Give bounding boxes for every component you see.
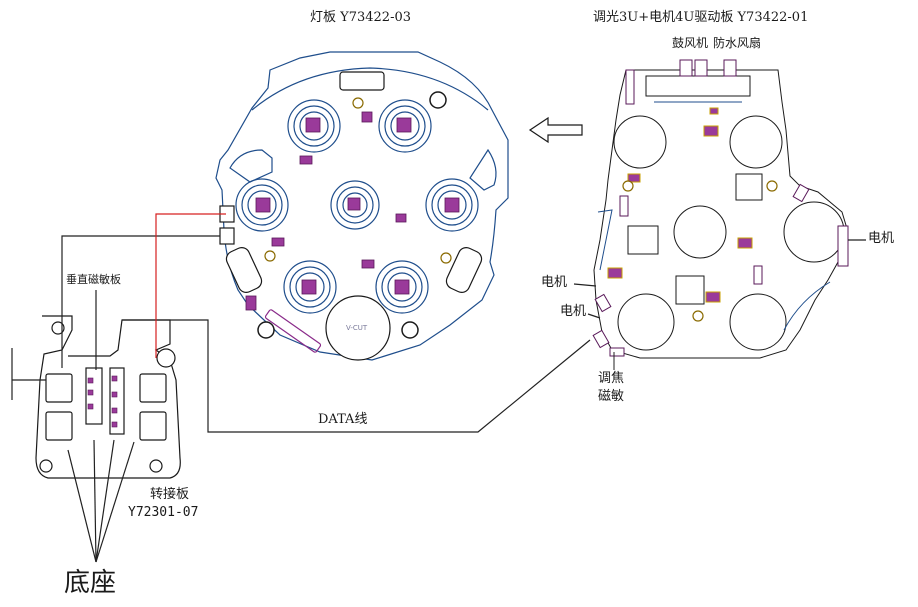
vcut-label: V-CUT (346, 324, 368, 332)
mount-hole (622, 180, 634, 192)
led-lens (425, 178, 479, 232)
focus-hall-label-1: 调焦 (598, 371, 625, 386)
driver-board (593, 69, 849, 359)
motor-left-label-2: 电机 (560, 304, 587, 319)
mount-hole (440, 252, 452, 264)
base-connectors (87, 375, 118, 428)
lamp-connector (219, 227, 235, 245)
driver-components (607, 107, 753, 303)
mount-hole (692, 310, 704, 322)
mount-hole (257, 321, 275, 339)
led-lens (378, 99, 432, 153)
base-board (35, 315, 181, 479)
led-lens (283, 260, 337, 314)
wires (11, 235, 866, 563)
adapter-board-label-2: Y72301-07 (128, 505, 199, 520)
driver-connectors (592, 59, 849, 357)
red-wire (155, 213, 226, 358)
mount-hole (39, 459, 53, 473)
mount-hole (149, 459, 163, 473)
mount-hole (352, 97, 364, 109)
led-lens (287, 99, 341, 153)
focus-hall-label-2: 磁敏 (598, 389, 625, 404)
waterproof-fan-label: 防水风扇 (713, 36, 762, 50)
led-lens (375, 260, 429, 314)
mount-hole (429, 91, 447, 109)
mount-hole (401, 321, 419, 339)
led-lens (330, 180, 380, 230)
vcut-circle (325, 295, 391, 361)
adapter-board-label-1: 转接板 (150, 487, 190, 502)
driver-wire-outline (597, 101, 831, 331)
motor-left-label-1: 电机 (541, 275, 568, 290)
data-line-label: DATA线 (318, 412, 368, 427)
motor-right-label: 电机 (868, 231, 895, 246)
mount-hole (766, 180, 778, 192)
led-chips (245, 111, 460, 311)
base-label: 底座 (64, 568, 117, 598)
mount-hole (156, 348, 176, 368)
vertical-hall-label: 垂直磁敏板 (66, 273, 121, 286)
mount-hole (51, 321, 65, 335)
left-arrow-icon (528, 116, 583, 144)
drum-fan-label: 鼓风机 (672, 36, 709, 50)
driver-board-title: 调光3U+电机4U驱动板 Y73422-01 (593, 10, 809, 25)
mount-hole (264, 250, 276, 262)
lamp-board (215, 51, 509, 361)
led-lens (235, 178, 289, 232)
lamp-board-title: 灯板 Y73422-03 (310, 10, 412, 25)
